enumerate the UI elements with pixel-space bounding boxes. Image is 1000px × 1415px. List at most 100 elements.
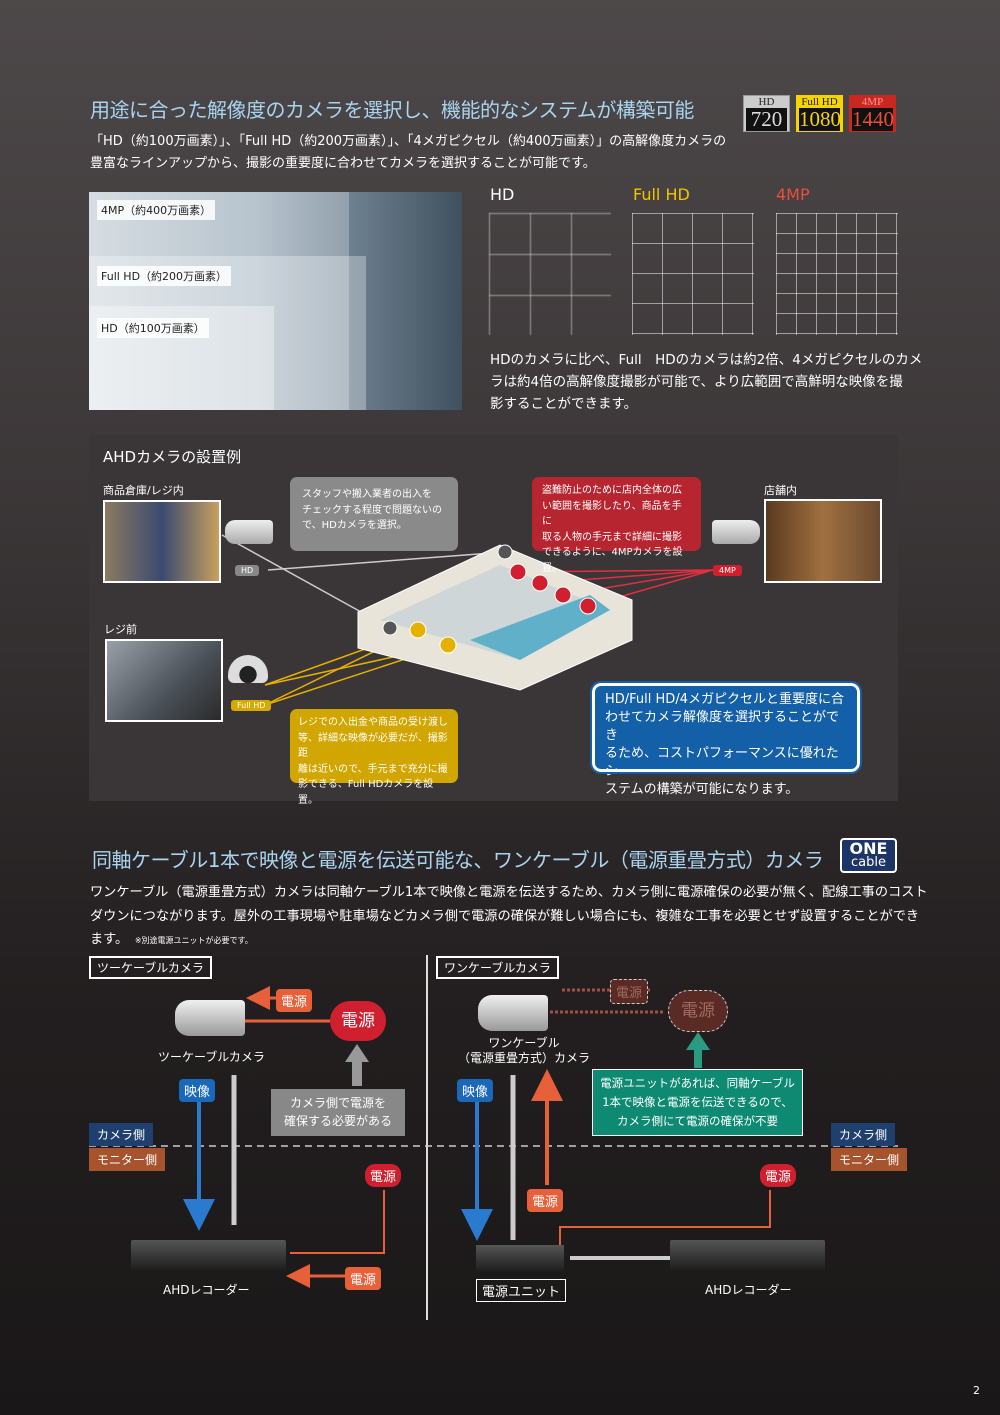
power-source: 電源	[330, 1001, 386, 1041]
two-cable-heading: ツーケーブルカメラ	[89, 956, 212, 979]
box-camera-icon	[225, 520, 273, 544]
section-title-resolution: 用途に合った解像度のカメラを選択し、機能的なシステムが構築可能	[90, 98, 694, 122]
note-line: カメラ側にて電源の確保が不要	[617, 1114, 778, 1128]
compare-label-hd: HD	[490, 185, 515, 204]
line-hd	[267, 551, 506, 571]
power-label-recorder: 電源	[365, 1164, 402, 1187]
badge-number: 1440	[852, 107, 894, 131]
intro-line: 「HD（約100万画素）」、「Full HD（約200万画素）」、「4メガピクセ…	[90, 134, 727, 149]
thumb-4mp	[776, 213, 898, 335]
logo-line: cable	[851, 855, 886, 870]
monitor-side-label-left: モニター側	[89, 1148, 166, 1171]
bullet-camera-icon	[175, 1000, 245, 1036]
store-photo	[764, 499, 882, 583]
footnote: ※別途電源ユニットが必要です。	[134, 936, 253, 945]
note-fullhd: レジでの入出金や商品の受け渡し等、詳細な映像が必要だが、撮影距離は近いので、手元…	[290, 709, 458, 806]
intro-line: 豊富なラインアップから、撮影の重要度に合わせてカメラを選択することが可能です。	[90, 155, 596, 171]
warehouse-photo	[103, 500, 221, 583]
monitor-side-label-right: モニター側	[831, 1148, 908, 1171]
page-number: 2	[973, 1384, 980, 1397]
dome-camera-icon	[228, 655, 268, 683]
badge-label: 4MP	[861, 96, 884, 108]
note-line: できるように、4MPカメラを設置。	[542, 547, 683, 574]
badge-label: Full HD	[801, 96, 838, 108]
power-unit-device	[476, 1245, 564, 1273]
label-line: （電源重畳方式）カメラ	[458, 1051, 591, 1065]
note-line: 盗難防止のために店内全体の広	[542, 485, 682, 496]
overlay-4mp	[89, 192, 349, 410]
intro-text: 「HD（約100万画素）」、「Full HD（約200万画素）」、「4メガピクセ…	[90, 131, 726, 174]
caption-line: ラは約4倍の高解像度撮影が可能で、より広範囲で高鮮明な映像を撮	[490, 374, 903, 390]
recorder-label: AHDレコーダー	[705, 1283, 792, 1297]
intro-line: ワンケーブル（電源重畳方式）カメラは同軸ケーブル1本で映像と電源を伝送するため、…	[90, 885, 928, 900]
note-line: い範囲を撮影したり、商品を手に	[542, 500, 682, 528]
compare-label-4mp: 4MP	[776, 185, 810, 204]
loc-store: 店舗内	[764, 484, 797, 497]
badge-number: 720	[746, 108, 787, 131]
camera-side-label-right: カメラ側	[831, 1123, 896, 1146]
caption-line: 影することができます。	[490, 396, 638, 412]
note-line: カメラ側で電源を	[289, 1096, 386, 1110]
note-line: るため、コストパフォーマンスに優れたシ	[605, 746, 839, 779]
power-source-faded: 電源	[668, 990, 728, 1032]
section-title-onecable: 同軸ケーブル1本で映像と電源を伝送可能な、ワンケーブル（電源重畳方式）カメラ	[92, 848, 824, 872]
loc-warehouse: 商品倉庫/レジ内	[103, 484, 184, 497]
power-label-bottom: 電源	[345, 1267, 382, 1290]
summary-note: HD/Full HD/4メガピクセルと重要度に合わせてカメラ解像度を選択すること…	[590, 681, 862, 797]
label-line: ワンケーブル	[488, 1036, 560, 1050]
two-cable-camera-label: ツーケーブルカメラ	[158, 1050, 265, 1064]
badge-label: HD	[758, 96, 775, 108]
label-hd: HD（約100万画素）	[97, 318, 209, 338]
recorder-device	[670, 1240, 825, 1272]
badge-number: 1080	[799, 107, 841, 131]
note-line: 取る人物の手元まで詳細に撮影	[542, 531, 682, 543]
note-line: レジでの入出金や商品の受け渡し	[298, 717, 448, 728]
note-line: 電源ユニットがあれば、同軸ケーブル	[600, 1076, 795, 1090]
compare-caption: HDのカメラに比べ、Full HDのカメラは約2倍、4メガピクセルのカメ ラは約…	[490, 349, 922, 415]
thumb-hd	[489, 213, 611, 335]
loc-register: レジ前	[104, 623, 137, 636]
note-line: ステムの構築が可能になります。	[605, 782, 799, 797]
power-label: 電源	[276, 989, 313, 1012]
note-line: HD/Full HD/4メガピクセルと重要度に合	[605, 692, 844, 707]
recorder-label: AHDレコーダー	[163, 1283, 250, 1297]
note-4mp: 盗難防止のために店内全体の広い範囲を撮影したり、商品を手に取る人物の手元まで詳細…	[532, 477, 701, 574]
label-fullhd: Full HD（約200万画素）	[97, 266, 232, 286]
power-label-up: 電源	[527, 1189, 564, 1212]
power-label-faded: 電源	[610, 979, 649, 1004]
camera-markers	[382, 544, 597, 654]
note-line: で、HDカメラを選択。	[302, 520, 407, 531]
intro-line: ダウンにつながります。屋外の工事現場や駐車場などカメラ側で電源の確保が難しい場合…	[90, 908, 920, 924]
register-photo	[105, 639, 223, 722]
intro-line: ます。	[90, 932, 122, 947]
example-title: AHDカメラの設置例	[103, 448, 242, 466]
note-hd: スタッフや搬入業者の出入をチェックする程度で問題ないので、HDカメラを選択。	[290, 477, 458, 551]
power-label-recorder: 電源	[760, 1164, 797, 1187]
thumb-fullhd	[632, 213, 754, 335]
tag-hd: HD	[235, 565, 260, 576]
one-cable-camera-label: ワンケーブル（電源重畳方式）カメラ	[458, 1036, 590, 1066]
label-4mp: 4MP（約400万画素）	[97, 200, 216, 220]
note-line: わせてカメラ解像度を選択することができ	[605, 710, 840, 743]
bullet-camera-icon	[478, 995, 548, 1031]
note-line: 影できる、Full HDカメラを設置。	[298, 779, 434, 806]
compare-label-fullhd: Full HD	[633, 185, 690, 204]
tag-4mp: 4MP	[713, 565, 742, 576]
note-line: スタッフや搬入業者の出入を	[302, 489, 432, 500]
recorder-device	[131, 1240, 286, 1272]
tag-fullhd: Full HD	[231, 700, 272, 711]
caption-line: HDのカメラに比べ、Full HDのカメラは約2倍、4メガピクセルのカメ	[490, 352, 923, 368]
onecable-intro: ワンケーブル（電源重畳方式）カメラは同軸ケーブル1本で映像と電源を伝送するため、…	[90, 881, 928, 953]
two-cable-note: カメラ側で電源を確保する必要がある	[271, 1089, 405, 1136]
camera-side-label-left: カメラ側	[89, 1123, 154, 1146]
one-cable-heading: ワンケーブルカメラ	[436, 956, 559, 979]
note-line: 確保する必要がある	[283, 1114, 392, 1128]
note-line: 離は近いので、手元まで充分に撮	[298, 763, 448, 775]
